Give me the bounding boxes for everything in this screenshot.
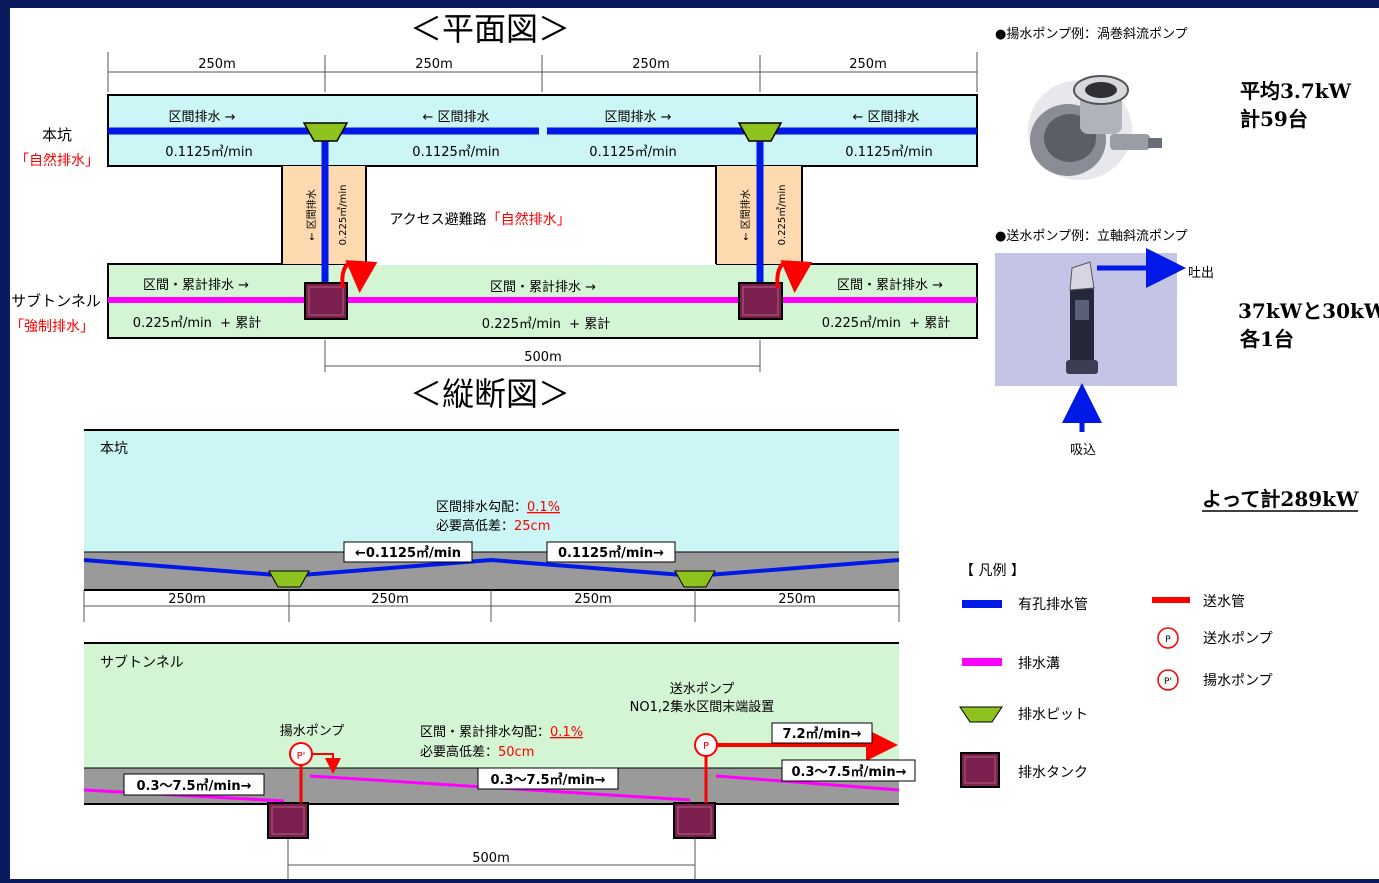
plan-sub-label: サブトンネル bbox=[11, 292, 101, 310]
plan-title: ＜平面図＞ bbox=[410, 10, 570, 48]
plan-sub-flow-2: 区間・累計排水 → bbox=[490, 279, 596, 295]
section-title: ＜縦断図＞ bbox=[410, 375, 570, 413]
section-dim-500: 500m bbox=[472, 851, 509, 866]
plan-sub-rate-3: 0.225㎥/min + 累計 bbox=[822, 315, 950, 331]
plan-pit-right bbox=[737, 122, 783, 142]
legend-lift-pump: 揚水ポンプ bbox=[1203, 672, 1273, 689]
section-dim-2: 250m bbox=[371, 592, 408, 607]
plan-red-arrow-right bbox=[775, 260, 813, 293]
section-main-label: 本坑 bbox=[100, 441, 128, 457]
section-tank-left bbox=[267, 802, 309, 839]
section-send-pump-loc: NO1,2集水区間末端設置 bbox=[630, 699, 775, 715]
legend-tank: 排水タンク bbox=[1018, 765, 1088, 781]
plan-tank-left bbox=[304, 282, 348, 320]
plan-main-label: 本坑 bbox=[42, 126, 72, 144]
plan-dimension-top bbox=[107, 52, 978, 92]
legend-lift-pump-icon bbox=[1157, 669, 1179, 691]
plan-red-arrow-left bbox=[340, 260, 378, 293]
svg-text:P: P bbox=[1165, 635, 1171, 645]
send-pump-spec-1: 37kWと30kW bbox=[1238, 299, 1379, 323]
svg-text:P: P bbox=[703, 741, 709, 752]
section-sub-grad: 区間・累計排水勾配：0.1% bbox=[420, 724, 583, 740]
plan-pit-left bbox=[302, 122, 349, 142]
section-lift-pump-label: 揚水ポンプ bbox=[280, 723, 345, 739]
section-send-pump-label: 送水ポンプ bbox=[670, 682, 735, 697]
legend-pit: 排水ピット bbox=[1018, 707, 1088, 723]
plan-dim-3: 250m bbox=[632, 57, 669, 72]
send-pump-caption: ●送水ポンプ例：立軸斜流ポンプ bbox=[995, 229, 1188, 244]
plan-tank-right bbox=[738, 282, 783, 320]
plan-dim-2: 250m bbox=[415, 57, 452, 72]
legend-pit-swatch bbox=[959, 706, 1003, 723]
legend-send-pipe-swatch bbox=[1152, 597, 1190, 603]
legend-ditch-swatch bbox=[962, 658, 1002, 666]
lift-pump-spec-2: 計59台 bbox=[1240, 107, 1308, 131]
svg-text:P': P' bbox=[1164, 677, 1172, 687]
plan-vert-rate-right: 0.225㎥/min bbox=[775, 185, 788, 246]
plan-dim-4: 250m bbox=[849, 57, 886, 72]
plan-main-flow-2: ← 区間排水 bbox=[422, 110, 489, 125]
plan-main-natural: 「自然排水」 bbox=[15, 152, 99, 169]
legend-send-pump-icon bbox=[1157, 627, 1179, 649]
plan-sub-flow-3: 区間・累計排水 → bbox=[837, 277, 943, 293]
section-sub-flow-3: 0.3～7.5㎥/min→ bbox=[792, 764, 907, 780]
section-sub-height: 必要高低差：50cm bbox=[420, 744, 534, 760]
send-pump-spec-2: 各1台 bbox=[1239, 327, 1294, 351]
section-tank-right bbox=[673, 802, 716, 839]
section-main-pipe bbox=[83, 557, 900, 579]
section-ditch-3 bbox=[715, 774, 900, 792]
total-power: よって計289kW bbox=[1202, 487, 1359, 511]
plan-main-rate-2: 0.1125㎥/min bbox=[412, 145, 499, 160]
section-dimension-bottom bbox=[287, 838, 696, 879]
section-dim-4: 250m bbox=[778, 592, 815, 607]
section-height: 必要高低差：25cm bbox=[436, 518, 550, 534]
section-send-rate: 7.2㎥/min→ bbox=[783, 726, 862, 742]
lift-pump-spec-1: 平均3.7kW bbox=[1240, 79, 1352, 103]
plan-vert-flow-left: ← 区間排水 bbox=[305, 189, 318, 241]
section-sub-flow-1: 0.3～7.5㎥/min→ bbox=[137, 778, 252, 794]
lift-pump-photo bbox=[1028, 75, 1162, 180]
plan-sub-flow-1: 区間・累計排水 → bbox=[143, 277, 249, 293]
plan-main-flow-3: 区間排水 → bbox=[604, 110, 671, 125]
send-pump-photo bbox=[995, 253, 1177, 386]
section-dim-1: 250m bbox=[168, 592, 205, 607]
svg-text:P': P' bbox=[297, 751, 306, 762]
plan-main-rate-1: 0.1125㎥/min bbox=[165, 145, 252, 160]
plan-main-rate-4: 0.1125㎥/min bbox=[845, 145, 932, 160]
suction-label: 吸込 bbox=[1070, 443, 1096, 458]
legend-ditch: 排水溝 bbox=[1018, 656, 1060, 672]
plan-main-flow-4: ← 区間排水 bbox=[852, 110, 919, 125]
plan-main-rate-3: 0.1125㎥/min bbox=[589, 145, 676, 160]
legend-title: 【 凡例 】 bbox=[960, 563, 1025, 579]
section-grad: 区間排水勾配：0.1% bbox=[436, 500, 560, 515]
section-main-tunnel bbox=[84, 430, 899, 552]
plan-main-flow-1: 区間排水 → bbox=[168, 110, 235, 125]
plan-dimension-bottom bbox=[324, 340, 761, 372]
legend-perforated-pipe: 有孔排水管 bbox=[1018, 597, 1088, 613]
section-dim-3: 250m bbox=[574, 592, 611, 607]
section-sub-label: サブトンネル bbox=[100, 654, 184, 671]
lift-pump-caption: ●揚水ポンプ例：渦巻斜流ポンプ bbox=[995, 26, 1188, 42]
section-sub-flow-2: 0.3～7.5㎥/min→ bbox=[491, 772, 606, 788]
section-flow-right: 0.1125㎥/min→ bbox=[558, 545, 664, 561]
section-pit-right bbox=[674, 570, 716, 588]
plan-dim-500: 500m bbox=[524, 350, 561, 365]
legend-perforated-pipe-swatch bbox=[962, 600, 1002, 608]
plan-vert-flow-right: ← 区間排水 bbox=[739, 189, 752, 241]
plan-vert-rate-left: 0.225㎥/min bbox=[336, 185, 349, 246]
legend-tank-swatch bbox=[960, 752, 1000, 788]
legend-send-pipe: 送水管 bbox=[1203, 594, 1245, 610]
plan-sub-forced: 「強制排水」 bbox=[10, 319, 94, 335]
discharge-label: 吐出 bbox=[1188, 266, 1214, 281]
plan-sub-rate-1: 0.225㎥/min + 累計 bbox=[133, 315, 261, 331]
section-sub-tunnel bbox=[84, 643, 899, 768]
plan-sub-rate-2: 0.225㎥/min + 累計 bbox=[482, 316, 610, 332]
plan-access-label: アクセス避難路「自然排水」 bbox=[389, 211, 570, 228]
plan-dim-1: 250m bbox=[198, 57, 235, 72]
section-dimension bbox=[83, 590, 900, 622]
section-pit-left bbox=[268, 570, 310, 588]
section-flow-left: ←0.1125㎥/min bbox=[355, 545, 461, 561]
legend-send-pump: 送水ポンプ bbox=[1203, 631, 1273, 647]
